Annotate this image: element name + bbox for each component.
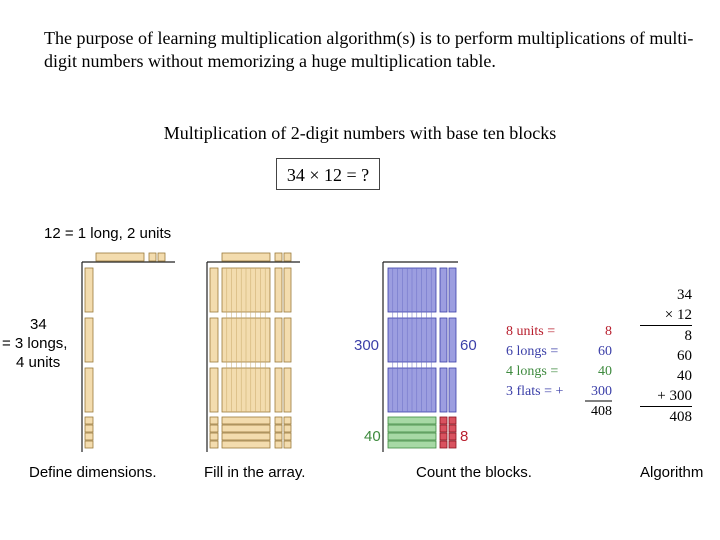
algo-line: × 12 xyxy=(664,307,692,323)
panel3-label-longs-bottom: 40 xyxy=(364,428,381,445)
count-row-value: 8 xyxy=(605,324,612,339)
count-row-units: 8 units = 8 xyxy=(506,324,614,344)
panel1-side-label-34: 34 xyxy=(30,316,47,333)
panel3-label-units: 8 xyxy=(460,428,469,445)
algo-line: 34 xyxy=(677,287,692,303)
count-row-longs-bottom: 4 longs = 40 xyxy=(506,364,614,384)
base-ten-figure: 12 = 1 long, 2 units 34 = 3 longs, 4 uni… xyxy=(0,215,720,495)
panel1-side-long xyxy=(84,317,94,363)
count-row-longs: 6 longs = 60 xyxy=(506,344,614,364)
panel3-label-longs-right: 60 xyxy=(460,337,477,354)
panel1-side-unit xyxy=(84,440,94,449)
count-row-text: 6 longs = xyxy=(506,344,559,359)
count-row-total: 408 xyxy=(506,404,614,424)
panel1-side-long xyxy=(84,267,94,313)
panel1-top-unit xyxy=(148,252,157,262)
panel1-caption: Define dimensions. xyxy=(29,464,157,481)
panel1-side-long xyxy=(84,367,94,413)
algo-line: 40 xyxy=(677,368,692,384)
subtitle: Multiplication of 2-digit numbers with b… xyxy=(163,123,557,143)
algo-line: + 300 xyxy=(657,388,692,404)
panel3-caption: Count the blocks. xyxy=(416,464,532,481)
algorithm-caption: Algorithm xyxy=(640,464,704,481)
panel3-label-flats: 300 xyxy=(354,337,380,354)
algo-line: 8 xyxy=(640,325,692,346)
count-row-value: 40 xyxy=(598,364,612,379)
count-row-flats: 3 flats = + 300 xyxy=(506,384,614,404)
count-row-text: 4 longs = xyxy=(506,364,559,379)
count-row-text: 3 flats = + xyxy=(506,384,564,399)
algorithm-column: 34 × 12 8 60 40 + 300 408 xyxy=(640,285,692,427)
algo-line: 408 xyxy=(640,406,692,427)
panel3-count-list: 8 units = 8 6 longs = 60 4 longs = 40 3 … xyxy=(506,324,614,424)
panel1-side-unit xyxy=(84,432,94,441)
intro-paragraph: The purpose of learning multiplication a… xyxy=(44,28,694,71)
blocks-svg xyxy=(81,252,612,452)
panel2-array xyxy=(206,252,300,452)
count-row-text: 8 units = xyxy=(506,324,556,339)
algo-line: 60 xyxy=(677,348,692,364)
problem-box: 34 × 12 = ? xyxy=(276,158,380,190)
panel1-side-label-units: 4 units xyxy=(16,354,61,371)
panel1-side-label-longs: = 3 longs, xyxy=(2,335,68,352)
panel1-top-long xyxy=(95,252,145,262)
panel1-top-label: 12 = 1 long, 2 units xyxy=(44,225,172,242)
panel1-side-unit xyxy=(84,416,94,425)
count-row-value: 60 xyxy=(598,344,612,359)
panel1-dimensions xyxy=(81,252,175,452)
count-row-value: 300 xyxy=(591,384,612,399)
panel3-colored-array xyxy=(382,261,458,452)
panel1-top-unit xyxy=(157,252,166,262)
count-total: 408 xyxy=(591,404,612,419)
panel1-side-unit xyxy=(84,424,94,433)
panel2-caption: Fill in the array. xyxy=(204,464,306,481)
